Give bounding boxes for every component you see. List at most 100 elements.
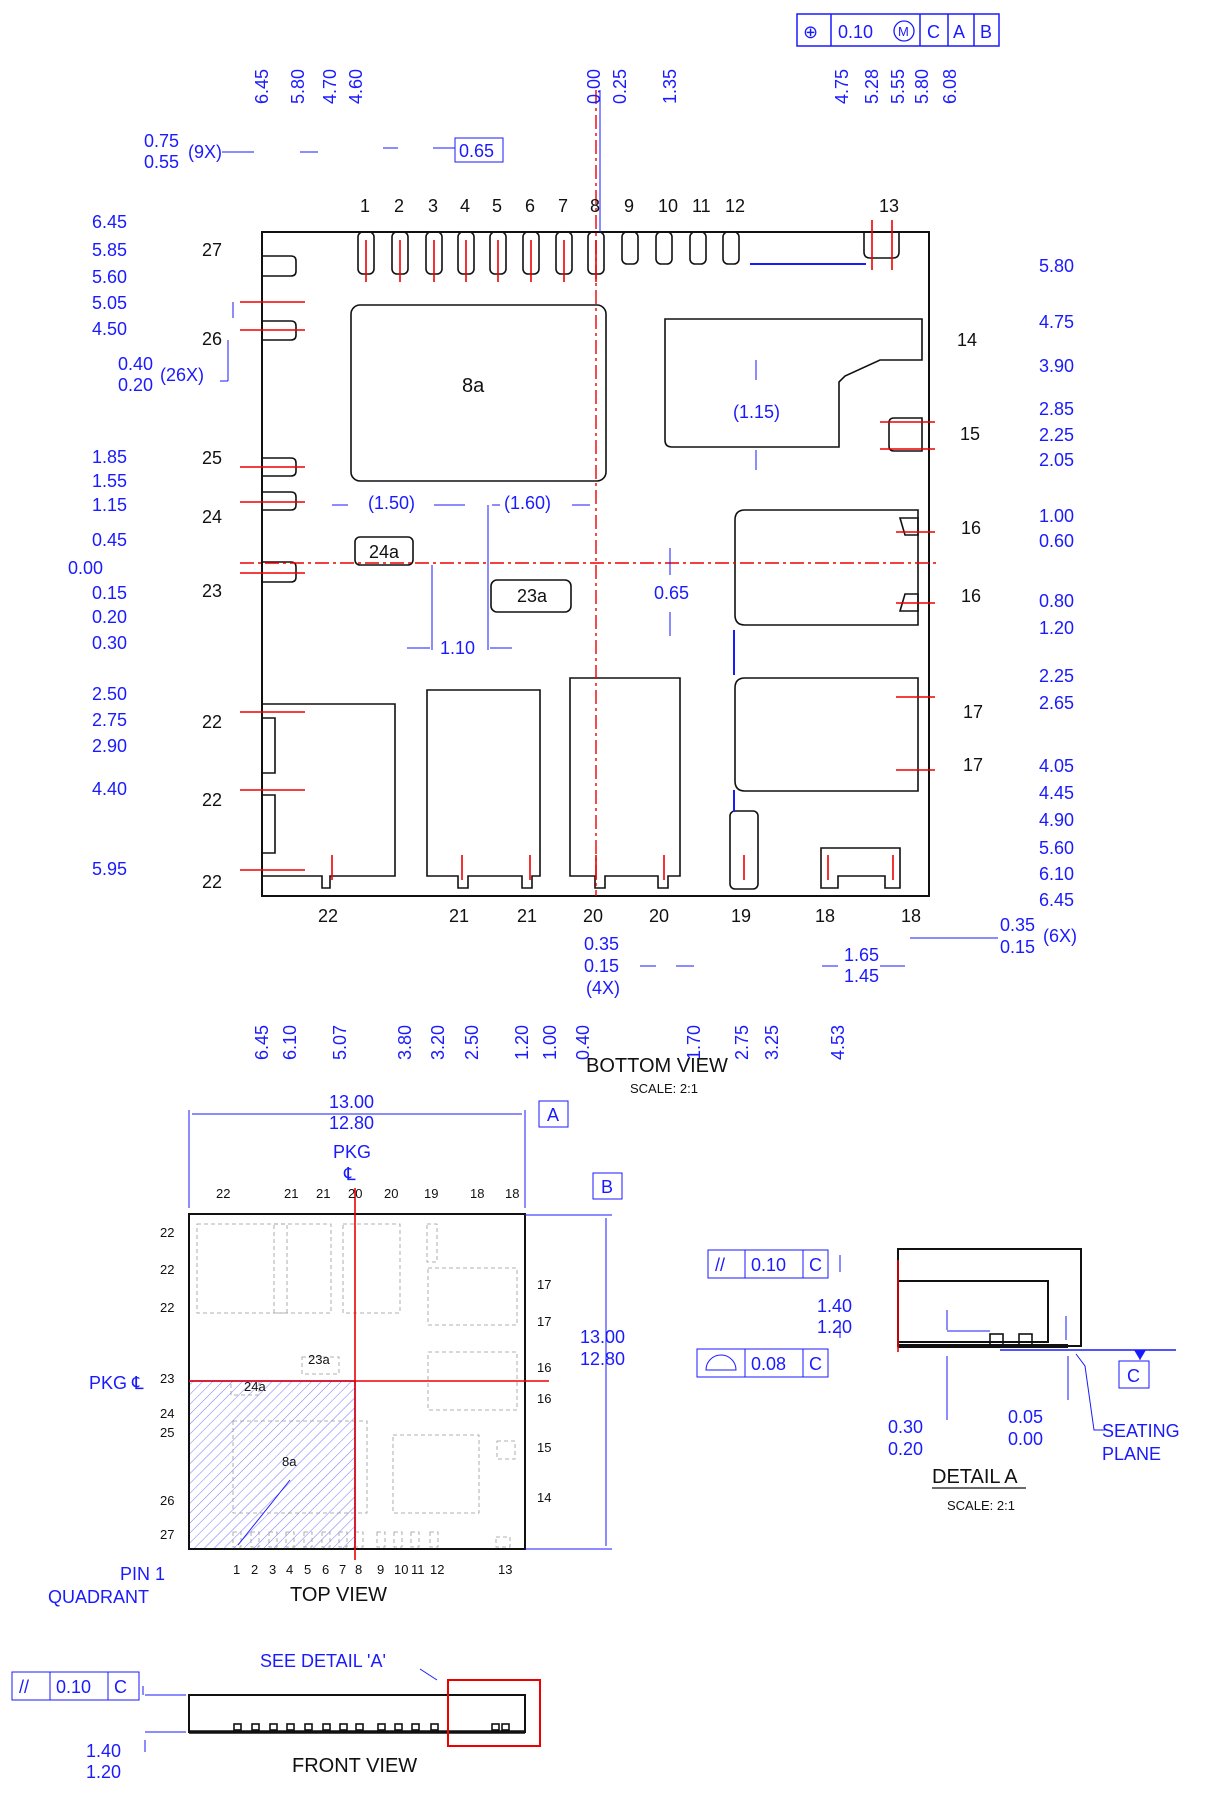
datum-ref: A [953, 22, 965, 42]
height-dim: 12.80 [580, 1349, 625, 1369]
pin-number: 11 [692, 196, 711, 216]
pad-16-notch [898, 517, 919, 536]
datum-ref: C [927, 22, 940, 42]
pin-number: 5 [492, 196, 502, 216]
dimension-value: 0.80 [1039, 591, 1074, 611]
pad-8a [350, 304, 607, 482]
pin-number: 20 [384, 1186, 398, 1201]
pin-number: 22 [160, 1225, 174, 1240]
mmc-modifier: M [898, 24, 909, 39]
pad-20 [569, 677, 681, 889]
dimension-value: 4.45 [1039, 783, 1074, 803]
seating-plane-label: PLANE [1102, 1444, 1161, 1464]
bottom-right-dim: 0.15 [1000, 937, 1035, 957]
pin-number: 16 [537, 1391, 551, 1406]
front-view-body [188, 1694, 526, 1733]
dimension-value: 0.25 [610, 69, 630, 104]
datum-b: B [601, 1177, 613, 1197]
pin-number: 25 [202, 448, 222, 468]
pin-number: 4 [286, 1562, 293, 1577]
pad-16 [734, 509, 919, 626]
pin-number: 1 [360, 196, 370, 216]
bottom-right-dim: 1.45 [844, 966, 879, 986]
pin-number: 22 [216, 1186, 230, 1201]
front-view-title: FRONT VIEW [292, 1755, 417, 1777]
dimension-value: 1.55 [92, 471, 127, 491]
dimension-value: 6.45 [92, 212, 127, 232]
pin-number: 22 [318, 906, 338, 926]
pin-number: 10 [394, 1562, 408, 1577]
pin-number: 19 [731, 906, 751, 926]
dimension-value: 2.75 [732, 1025, 752, 1060]
left-pad [262, 561, 297, 583]
pad-label: 8a [462, 375, 485, 397]
pin-number: 17 [963, 755, 983, 775]
pad-count: (6X) [1043, 926, 1077, 946]
slot-count: (4X) [586, 978, 620, 998]
pad-23a [490, 579, 572, 613]
dimension-value: 6.10 [280, 1025, 300, 1060]
pin-number: 2 [251, 1562, 258, 1577]
pad-width-dim: 0.75 [144, 131, 179, 151]
dimension-value: 2.90 [92, 736, 127, 756]
pad-24a [354, 536, 414, 566]
pin-number: 21 [284, 1186, 298, 1201]
pin-number: 8 [355, 1562, 362, 1577]
pin-number: 25 [160, 1425, 174, 1440]
pin-number: 2 [394, 196, 404, 216]
pin-number: 21 [517, 906, 537, 926]
pad-18 [820, 847, 901, 889]
pin-number: 20 [348, 1186, 362, 1201]
pin-number: 15 [537, 1440, 551, 1455]
pin-number: 22 [202, 790, 222, 810]
top-view: 13.00 12.80 A 13.00 12.80 B PKG ℄ PKG ℄ … [48, 1092, 625, 1607]
pin-number: 22 [160, 1262, 174, 1277]
front-pad [322, 1723, 331, 1731]
pad-label: 24a [369, 542, 400, 562]
pad-17 [734, 677, 919, 792]
dimension-value: 2.75 [92, 710, 127, 730]
pin-number: 17 [963, 702, 983, 722]
dimension-value: 6.10 [1039, 864, 1074, 884]
dimension-value: 2.25 [1039, 425, 1074, 445]
pin-number: 23 [202, 581, 222, 601]
slot-dim: 0.15 [584, 956, 619, 976]
dimension-value: 4.53 [828, 1025, 848, 1060]
pin-center-ticks [240, 220, 935, 880]
dimension-value: 0.45 [92, 530, 127, 550]
left-pad [262, 255, 297, 277]
dimension-value: 0.00 [584, 69, 604, 104]
width-dim: 13.00 [329, 1092, 374, 1112]
ghost-pin [321, 1531, 331, 1548]
dimension-value: 2.25 [1039, 666, 1074, 686]
pin-number: 1 [233, 1562, 240, 1577]
ghost-pin [429, 1531, 439, 1548]
pin-number: 5 [304, 1562, 311, 1577]
pin-number: 14 [537, 1490, 551, 1505]
parallel-symbol-icon: // [715, 1255, 725, 1275]
parallel-datum: C [114, 1677, 127, 1697]
dimension-value: 5.85 [92, 240, 127, 260]
dimension-value: 2.85 [1039, 399, 1074, 419]
pin-number: 13 [879, 196, 899, 216]
front-pad [377, 1723, 386, 1731]
ghost-pin [303, 1531, 313, 1548]
parallel-value: 0.10 [56, 1677, 91, 1697]
detail-a-callout-box [447, 1679, 541, 1747]
ghost-pin [354, 1531, 364, 1548]
top-pad-row [357, 231, 740, 275]
dimension-value: 0.30 [92, 633, 127, 653]
pad-thickness-dim: 0.20 [888, 1439, 923, 1459]
datum-a: A [547, 1105, 559, 1125]
pin-number: 4 [460, 196, 470, 216]
dimension-value: 2.50 [92, 684, 127, 704]
dimension-value: 1.35 [660, 69, 680, 104]
inner-dim: 1.10 [440, 638, 475, 658]
pin-number: 15 [960, 424, 980, 444]
dimension-value: 0.15 [92, 583, 127, 603]
dimension-value: 5.95 [92, 859, 127, 879]
